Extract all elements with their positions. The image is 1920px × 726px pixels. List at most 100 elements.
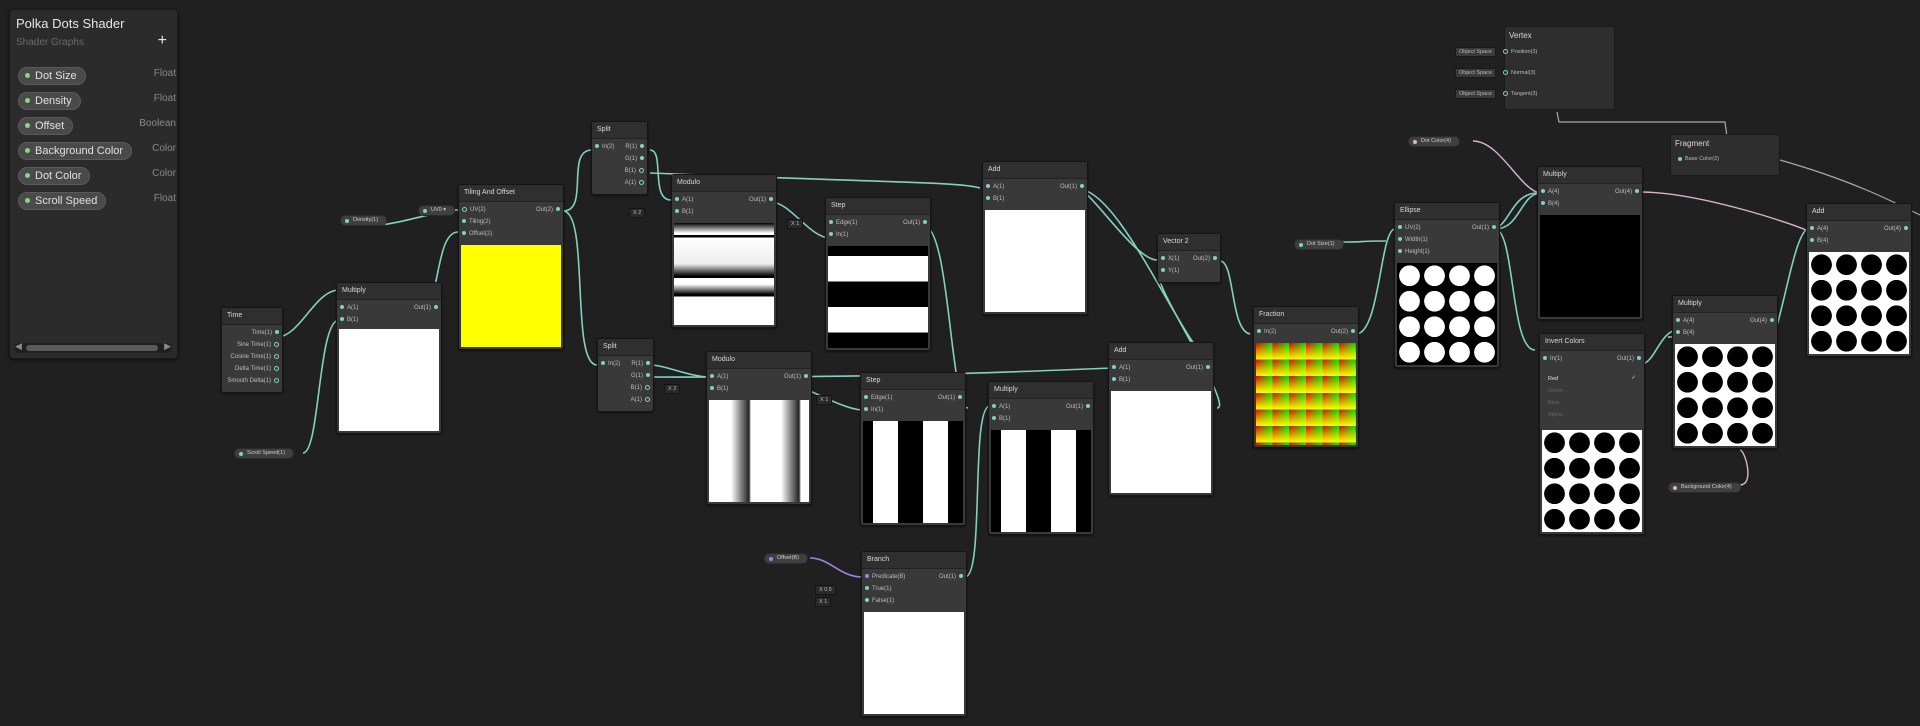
input-port[interactable]: In(2) <box>598 361 620 367</box>
port-dot-icon[interactable] <box>645 385 650 390</box>
port-dot-icon[interactable] <box>340 317 344 322</box>
input-port[interactable]: B(1) <box>337 317 358 323</box>
multiply-node[interactable]: Multiply A(4) B(4) Out(4) <box>1672 295 1778 449</box>
port-dot-icon[interactable] <box>1503 49 1509 55</box>
port-dot-icon[interactable] <box>1810 226 1814 231</box>
property-density[interactable]: Density Float <box>18 92 176 110</box>
output-port[interactable]: Out(1) <box>784 374 811 380</box>
port-dot-icon[interactable] <box>646 361 650 366</box>
split-node[interactable]: Split In(2) R(1) G(1) B(1) A(1) <box>597 338 654 412</box>
fraction-node[interactable]: Fraction In(2) Out(2) <box>1253 306 1359 448</box>
port-dot-icon[interactable] <box>1080 184 1084 189</box>
port-dot-icon[interactable] <box>1112 377 1116 382</box>
port-dot-icon[interactable] <box>601 361 605 366</box>
port-dot-icon[interactable] <box>274 342 279 347</box>
output-port[interactable]: Out(1) <box>1060 184 1087 190</box>
port-dot-icon[interactable] <box>1637 356 1641 361</box>
input-port[interactable]: A(4) <box>1673 318 1694 324</box>
input-port[interactable]: Y(1) <box>1158 268 1179 274</box>
step-edge-input[interactable]: X 1 <box>787 219 804 229</box>
input-port[interactable]: A(1) <box>983 184 1004 190</box>
blackboard-panel[interactable]: Polka Dots Shader Shader Graphs + Dot Si… <box>9 9 178 359</box>
port-dot-icon[interactable] <box>1161 256 1165 261</box>
branch-false-input[interactable]: X 1 <box>815 597 832 607</box>
output-port[interactable]: A(1) <box>631 397 653 403</box>
vector2-node[interactable]: Vector 2 X(1) Y(1) Out(2) <box>1157 233 1221 283</box>
port-dot-icon[interactable] <box>1492 225 1496 230</box>
output-port[interactable]: Out(1) <box>938 395 965 401</box>
port-dot-icon[interactable] <box>434 305 438 310</box>
port-dot-icon[interactable] <box>864 407 868 412</box>
modulo-node[interactable]: Modulo A(1) B(1) Out(1) <box>706 351 812 505</box>
output-port[interactable]: Out(4) <box>1615 189 1642 195</box>
modulo-node[interactable]: Modulo A(1) B(1) Out(1) <box>671 174 777 328</box>
output-port[interactable]: Out(1) <box>1472 225 1499 231</box>
modulo-b-input[interactable]: X 2 <box>629 208 646 218</box>
input-port[interactable]: B(1) <box>1109 377 1130 383</box>
output-port[interactable]: Out(1) <box>414 305 441 311</box>
step-edge-input[interactable]: X 1 <box>816 395 833 405</box>
multiply-node[interactable]: Multiply A(1) B(1) Out(1) <box>988 381 1094 535</box>
output-port[interactable]: Out(1) <box>903 220 930 226</box>
add-node[interactable]: Add A(1) B(1) Out(1) <box>1108 342 1214 496</box>
space-dropdown[interactable]: Object Space <box>1455 89 1497 99</box>
port-dot-icon[interactable] <box>1678 156 1682 161</box>
time-node[interactable]: Time Time(1) Sine Time(1) Cosine Time(1)… <box>221 307 283 393</box>
property-background-color[interactable]: Background Color Color <box>18 142 176 160</box>
port-dot-icon[interactable] <box>865 586 869 591</box>
port-dot-icon[interactable] <box>640 156 644 161</box>
port-dot-icon[interactable] <box>829 220 833 225</box>
port-dot-icon[interactable] <box>274 366 279 371</box>
offset-property-chip[interactable]: Offset(B) <box>764 553 808 564</box>
step-node[interactable]: Step Edge(1) In(1) Out(1) <box>825 197 931 351</box>
input-port[interactable]: A(1) <box>1109 365 1130 371</box>
port-dot-icon[interactable] <box>1503 91 1509 97</box>
port-dot-icon[interactable] <box>1541 189 1545 194</box>
property-pill[interactable]: Dot Color <box>18 167 91 185</box>
scrollbar-thumb[interactable] <box>26 345 158 351</box>
multiply-node[interactable]: Multiply A(4) B(4) Out(4) <box>1537 166 1643 320</box>
port-dot-icon[interactable] <box>959 574 963 579</box>
fragment-block[interactable]: Fragment Base Color(3) <box>1670 134 1780 176</box>
modulo-b-input[interactable]: X 2 <box>664 384 681 394</box>
port-dot-icon[interactable] <box>340 305 344 310</box>
port-dot-icon[interactable] <box>1810 238 1814 243</box>
port-dot-icon[interactable] <box>992 404 996 409</box>
port-dot-icon[interactable] <box>1398 237 1402 242</box>
port-dot-icon[interactable] <box>923 220 927 225</box>
output-port[interactable]: Out(1) <box>749 197 776 203</box>
port-dot-icon[interactable] <box>1541 201 1545 206</box>
input-port[interactable]: A(4) <box>1807 226 1828 232</box>
input-port[interactable]: UV(2) <box>459 207 486 213</box>
port-dot-icon[interactable] <box>274 354 279 359</box>
input-port[interactable]: In(1) <box>826 232 848 238</box>
ellipse-node[interactable]: Ellipse UV(2) Width(1) Height(1) Out(1) <box>1394 202 1500 368</box>
output-port[interactable]: Out(4) <box>1750 318 1777 324</box>
output-port[interactable]: Out(2) <box>536 207 563 213</box>
port-dot-icon[interactable] <box>958 395 962 400</box>
input-port[interactable]: A(1) <box>337 305 358 311</box>
step-node[interactable]: Step Edge(1) In(1) Out(1) <box>860 372 966 526</box>
branch-node[interactable]: Branch Predicate(B) True(1) False(1) Out… <box>861 551 967 717</box>
port-dot-icon[interactable] <box>462 219 466 224</box>
property-pill[interactable]: Offset <box>18 117 74 135</box>
output-port[interactable]: Out(2) <box>1331 329 1358 335</box>
output-port[interactable]: A(1) <box>625 180 647 186</box>
output-port[interactable]: Cosine Time(1) <box>230 354 282 360</box>
property-pill[interactable]: Background Color <box>18 142 133 160</box>
port-dot-icon[interactable] <box>1398 249 1402 254</box>
property-pill[interactable]: Dot Size <box>18 67 86 85</box>
output-port[interactable]: Sine Time(1) <box>237 342 282 348</box>
input-port[interactable]: B(4) <box>1807 238 1828 244</box>
output-port[interactable]: Delta Time(1) <box>235 366 282 372</box>
output-port[interactable]: G(1) <box>625 156 647 162</box>
port-dot-icon[interactable] <box>1635 189 1639 194</box>
add-node[interactable]: Add A(4) B(4) Out(4) <box>1806 203 1912 357</box>
port-dot-icon[interactable] <box>710 386 714 391</box>
port-dot-icon[interactable] <box>1543 356 1547 361</box>
input-port[interactable]: True(1) <box>862 586 891 592</box>
port-dot-icon[interactable] <box>1503 70 1509 76</box>
port-dot-icon[interactable] <box>1398 225 1402 230</box>
